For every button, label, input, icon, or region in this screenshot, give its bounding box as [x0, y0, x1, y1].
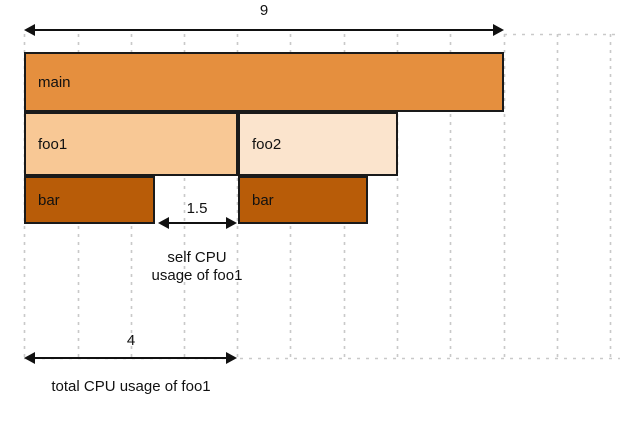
flame-frame-label: main — [38, 73, 71, 91]
flame-frame-foo1-1[interactable]: foo1 — [24, 112, 238, 176]
measure-arrowhead-left-total-cpu-foo1 — [24, 352, 35, 364]
measure-value-total-cpu-foo1: 4 — [126, 332, 136, 349]
measure-arrowhead-right-self-cpu-foo1 — [226, 217, 237, 229]
flame-frame-label: foo2 — [252, 135, 282, 153]
flame-frame-foo2-2[interactable]: foo2 — [238, 112, 398, 176]
flame-frame-main-0[interactable]: main — [24, 52, 504, 112]
measure-value-total-width: 9 — [259, 2, 269, 19]
measure-value-self-cpu-foo1: 1.5 — [186, 200, 208, 217]
measure-caption-self-cpu-foo1: self CPU usage of foo1 — [151, 249, 243, 284]
measure-arrowhead-right-total-width — [493, 24, 504, 36]
measure-arrowhead-left-total-width — [24, 24, 35, 36]
flame-frame-label: foo1 — [38, 135, 68, 153]
flame-frame-bar-4[interactable]: bar — [238, 176, 368, 224]
flame-frame-bar-3[interactable]: bar — [24, 176, 155, 224]
measure-arrowhead-right-total-cpu-foo1 — [226, 352, 237, 364]
measure-caption-total-cpu-foo1: total CPU usage of foo1 — [51, 378, 211, 395]
measure-arrowhead-left-self-cpu-foo1 — [158, 217, 169, 229]
flame-frame-label: bar — [38, 191, 60, 209]
flame-frame-label: bar — [252, 191, 274, 209]
